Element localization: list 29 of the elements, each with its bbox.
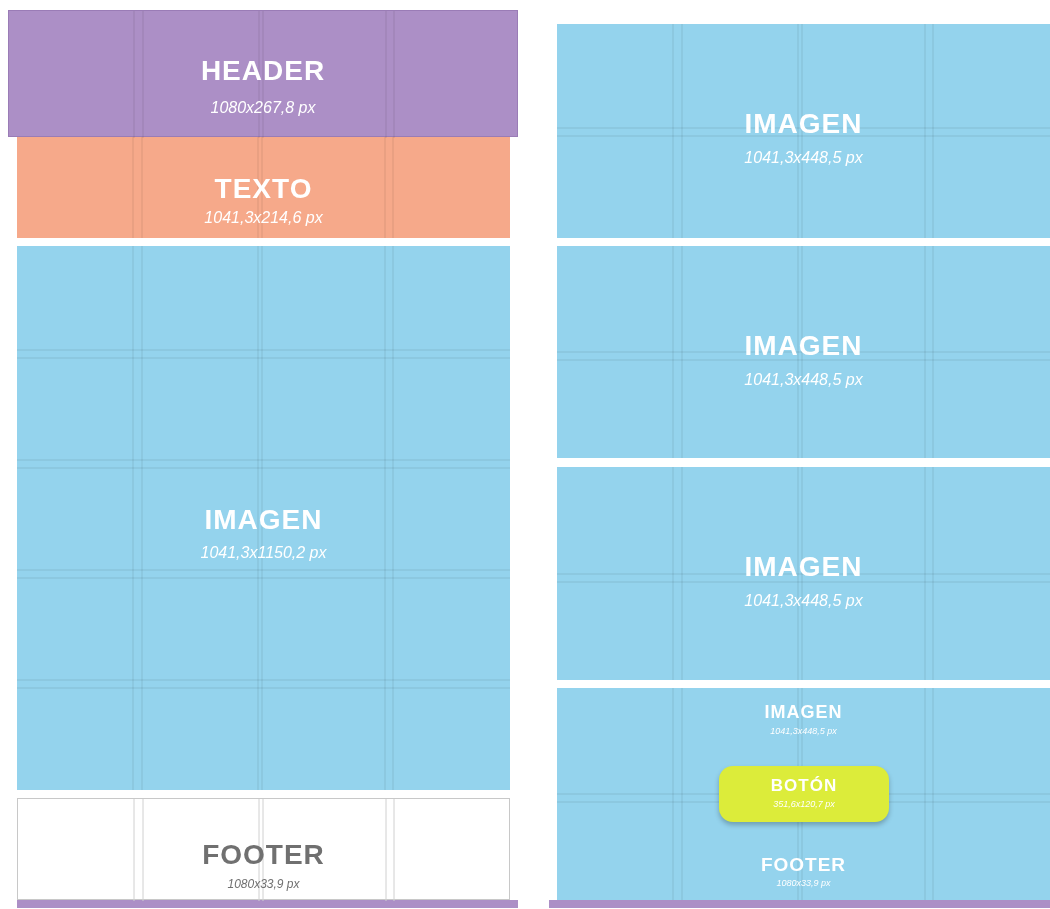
size-label: 1041,3x214,6 px	[204, 209, 323, 227]
section-title: IMAGEN	[764, 702, 843, 723]
image-panel	[17, 246, 510, 790]
section-title: IMAGEN	[204, 504, 323, 536]
header-block	[8, 10, 518, 137]
section-title: BOTÓN	[770, 776, 838, 796]
section-title: FOOTER	[760, 854, 847, 876]
size-label: 1041,3x448,5 px	[770, 726, 837, 736]
size-label: 1041,3x1150,2 px	[200, 544, 327, 562]
size-label: 1041,3x448,5 px	[744, 371, 863, 389]
size-label: 1080x33,9 px	[776, 878, 831, 888]
section-title: IMAGEN	[744, 551, 863, 583]
image-panel	[557, 24, 1050, 238]
footer-block	[17, 798, 510, 900]
section-title: IMAGEN	[744, 108, 863, 140]
size-label: 351,6x120,7 px	[773, 799, 835, 809]
size-label: 1041,3x448,5 px	[744, 149, 863, 167]
section-title: FOOTER	[202, 839, 325, 871]
image-panel	[557, 688, 1050, 900]
section-title: IMAGEN	[744, 330, 863, 362]
section-title: TEXTO	[214, 173, 313, 205]
image-panel	[557, 467, 1050, 680]
image-panel	[557, 246, 1050, 458]
text-block	[17, 137, 510, 238]
section-title: HEADER	[200, 55, 326, 87]
size-label: 1080x267,8 px	[210, 99, 316, 117]
size-label: 1041,3x448,5 px	[744, 592, 863, 610]
button	[719, 766, 889, 822]
size-label: 1080x33,9 px	[227, 877, 300, 891]
